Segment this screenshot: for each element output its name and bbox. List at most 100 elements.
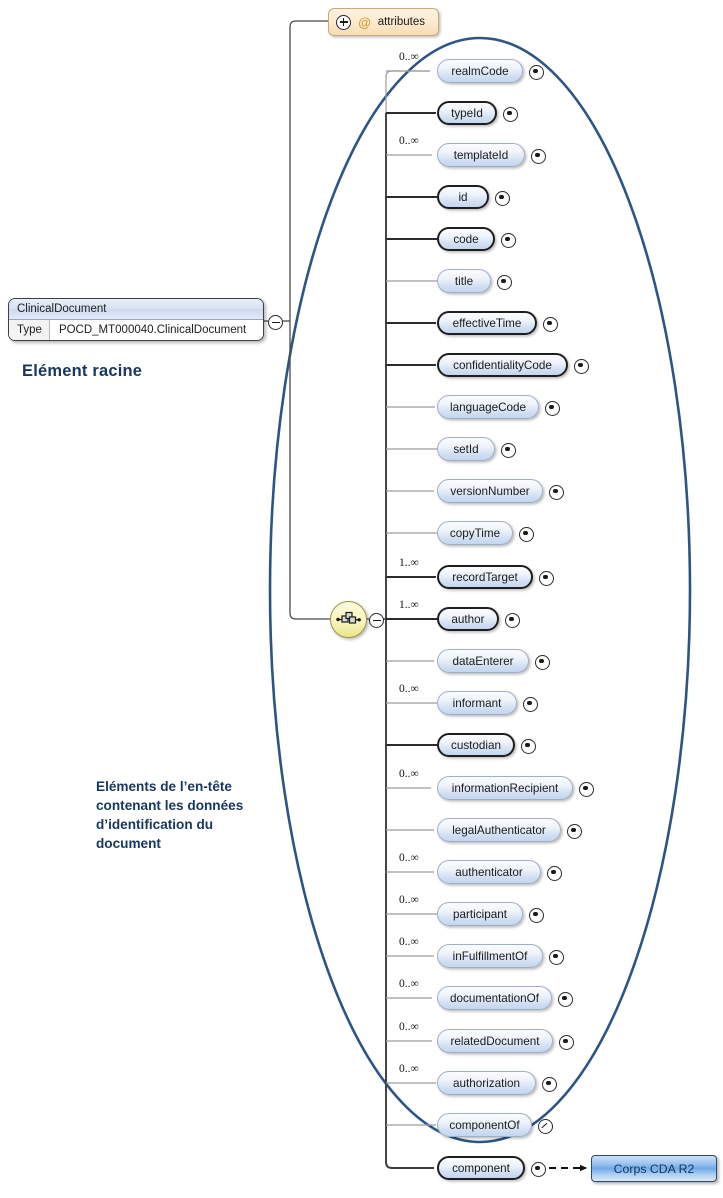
body-reference-box[interactable]: Corps CDA R2	[591, 1155, 717, 1182]
root-type-label: Type	[9, 320, 50, 340]
cardinality-label: 0..∞	[399, 768, 419, 780]
element-node-documentationOf[interactable]: documentationOf	[437, 986, 552, 1010]
dot-circle-icon-custodian[interactable]	[521, 738, 536, 754]
cardinality-label: 0..∞	[399, 1063, 419, 1075]
element-label: recordTarget	[452, 570, 518, 584]
element-node-recordTarget[interactable]: recordTarget	[437, 565, 533, 589]
element-label: participant	[453, 907, 507, 921]
sequence-icon[interactable]	[330, 601, 367, 638]
element-node-templateId[interactable]: templateId	[437, 143, 525, 167]
element-node-effectiveTime[interactable]: effectiveTime	[437, 311, 537, 335]
element-label: componentOf	[449, 1118, 520, 1132]
element-label: copyTime	[449, 526, 501, 540]
element-label: informationRecipient	[451, 781, 559, 795]
dot-circle-icon-dataEnterer[interactable]	[535, 654, 550, 670]
element-label: informant	[452, 696, 502, 710]
dot-circle-icon-confidentialityCode[interactable]	[574, 358, 589, 374]
element-node-authorization[interactable]: authorization	[437, 1071, 536, 1095]
element-label: code	[453, 232, 479, 246]
attributes-label: attributes	[377, 16, 425, 28]
dot-circle-icon-relatedDocument[interactable]	[559, 1034, 574, 1050]
slash-circle-icon-componentOf[interactable]	[538, 1118, 553, 1134]
dot-circle-icon-legalAuthenticator[interactable]	[567, 823, 582, 839]
element-label: dataEnterer	[452, 654, 514, 668]
element-label: authorization	[453, 1076, 520, 1090]
dot-circle-icon-copyTime[interactable]	[519, 526, 534, 542]
element-label: setId	[453, 442, 479, 456]
element-node-code[interactable]: code	[437, 227, 495, 251]
root-type-row: Type POCD_MT000040.ClinicalDocument	[9, 320, 263, 340]
element-node-legalAuthenticator[interactable]: legalAuthenticator	[437, 818, 561, 842]
element-label: relatedDocument	[450, 1034, 540, 1048]
body-reference-label: Corps CDA R2	[613, 1161, 695, 1176]
element-label: legalAuthenticator	[452, 823, 546, 837]
dot-circle-icon-realmCode[interactable]	[529, 64, 544, 80]
element-node-setId[interactable]: setId	[437, 437, 495, 461]
dot-circle-icon-recordTarget[interactable]	[539, 570, 554, 586]
element-node-informationRecipient[interactable]: informationRecipient	[437, 776, 573, 800]
dot-circle-icon-informant[interactable]	[523, 696, 538, 712]
element-label: confidentialityCode	[453, 358, 552, 372]
dot-circle-icon-typeId[interactable]	[503, 106, 518, 122]
element-node-languageCode[interactable]: languageCode	[437, 395, 539, 419]
annotation-root-element: Elément racine	[22, 362, 143, 380]
dot-circle-icon-authorization[interactable]	[542, 1076, 557, 1092]
element-node-dataEnterer[interactable]: dataEnterer	[437, 649, 529, 673]
element-node-custodian[interactable]: custodian	[437, 733, 515, 757]
element-label: realmCode	[451, 64, 509, 78]
element-node-title[interactable]: title	[437, 269, 491, 293]
element-node-realmCode[interactable]: realmCode	[437, 59, 523, 83]
cardinality-label: 0..∞	[399, 683, 419, 695]
element-node-versionNumber[interactable]: versionNumber	[437, 479, 543, 503]
dot-circle-icon-versionNumber[interactable]	[549, 484, 564, 500]
element-node-inFulfillmentOf[interactable]: inFulfillmentOf	[437, 944, 543, 968]
element-label: languageCode	[449, 400, 527, 414]
dot-circle-icon-code[interactable]	[501, 232, 516, 248]
dot-circle-icon-title[interactable]	[497, 274, 512, 290]
element-node-author[interactable]: author	[437, 607, 499, 631]
element-node-informant[interactable]: informant	[437, 691, 517, 715]
cardinality-label: 0..∞	[399, 1021, 419, 1033]
dot-circle-icon-inFulfillmentOf[interactable]	[549, 949, 564, 965]
dot-circle-icon-author[interactable]	[505, 612, 520, 628]
element-label: versionNumber	[450, 484, 530, 498]
element-node-id[interactable]: id	[437, 185, 489, 209]
dot-circle-icon-informationRecipient[interactable]	[579, 781, 594, 797]
element-node-relatedDocument[interactable]: relatedDocument	[437, 1029, 553, 1053]
dot-circle-icon-component[interactable]	[531, 1161, 546, 1177]
dot-circle-icon-effectiveTime[interactable]	[543, 316, 558, 332]
element-node-typeId[interactable]: typeId	[437, 101, 497, 125]
dot-circle-icon-participant[interactable]	[529, 907, 544, 923]
cardinality-label: 1..∞	[399, 557, 419, 569]
element-node-copyTime[interactable]: copyTime	[437, 521, 513, 545]
element-label: documentationOf	[449, 991, 539, 1005]
cardinality-label: 0..∞	[399, 936, 419, 948]
element-node-confidentialityCode[interactable]: confidentialityCode	[437, 353, 568, 377]
at-symbol-icon: @	[358, 14, 371, 30]
element-label: effectiveTime	[452, 316, 522, 330]
dot-circle-icon-authenticator[interactable]	[547, 865, 562, 881]
element-node-component[interactable]: component	[437, 1156, 525, 1180]
cardinality-label: 0..∞	[399, 51, 419, 63]
element-node-authenticator[interactable]: authenticator	[437, 860, 541, 884]
element-label: inFulfillmentOf	[452, 949, 528, 963]
dot-circle-icon-documentationOf[interactable]	[558, 991, 573, 1007]
dot-circle-icon-id[interactable]	[495, 190, 510, 206]
dot-circle-icon-languageCode[interactable]	[545, 400, 560, 416]
cardinality-label: 0..∞	[399, 135, 419, 147]
element-label: authenticator	[455, 865, 523, 879]
cardinality-label: 0..∞	[399, 978, 419, 990]
element-node-participant[interactable]: participant	[437, 902, 523, 926]
element-label: custodian	[450, 738, 502, 752]
attributes-node[interactable]: @ attributes	[328, 8, 439, 36]
minus-circle-icon-root[interactable]	[268, 315, 283, 330]
minus-circle-icon-sequence[interactable]	[369, 613, 384, 628]
dot-circle-icon-setId[interactable]	[501, 442, 516, 458]
cardinality-label: 1..∞	[399, 599, 419, 611]
dot-circle-icon-templateId[interactable]	[531, 148, 546, 164]
root-element-box[interactable]: ClinicalDocument Type POCD_MT000040.Clin…	[8, 298, 264, 341]
plus-circle-icon-attributes[interactable]	[336, 14, 351, 30]
element-node-componentOf[interactable]: componentOf	[437, 1113, 532, 1137]
element-label: author	[451, 612, 485, 626]
